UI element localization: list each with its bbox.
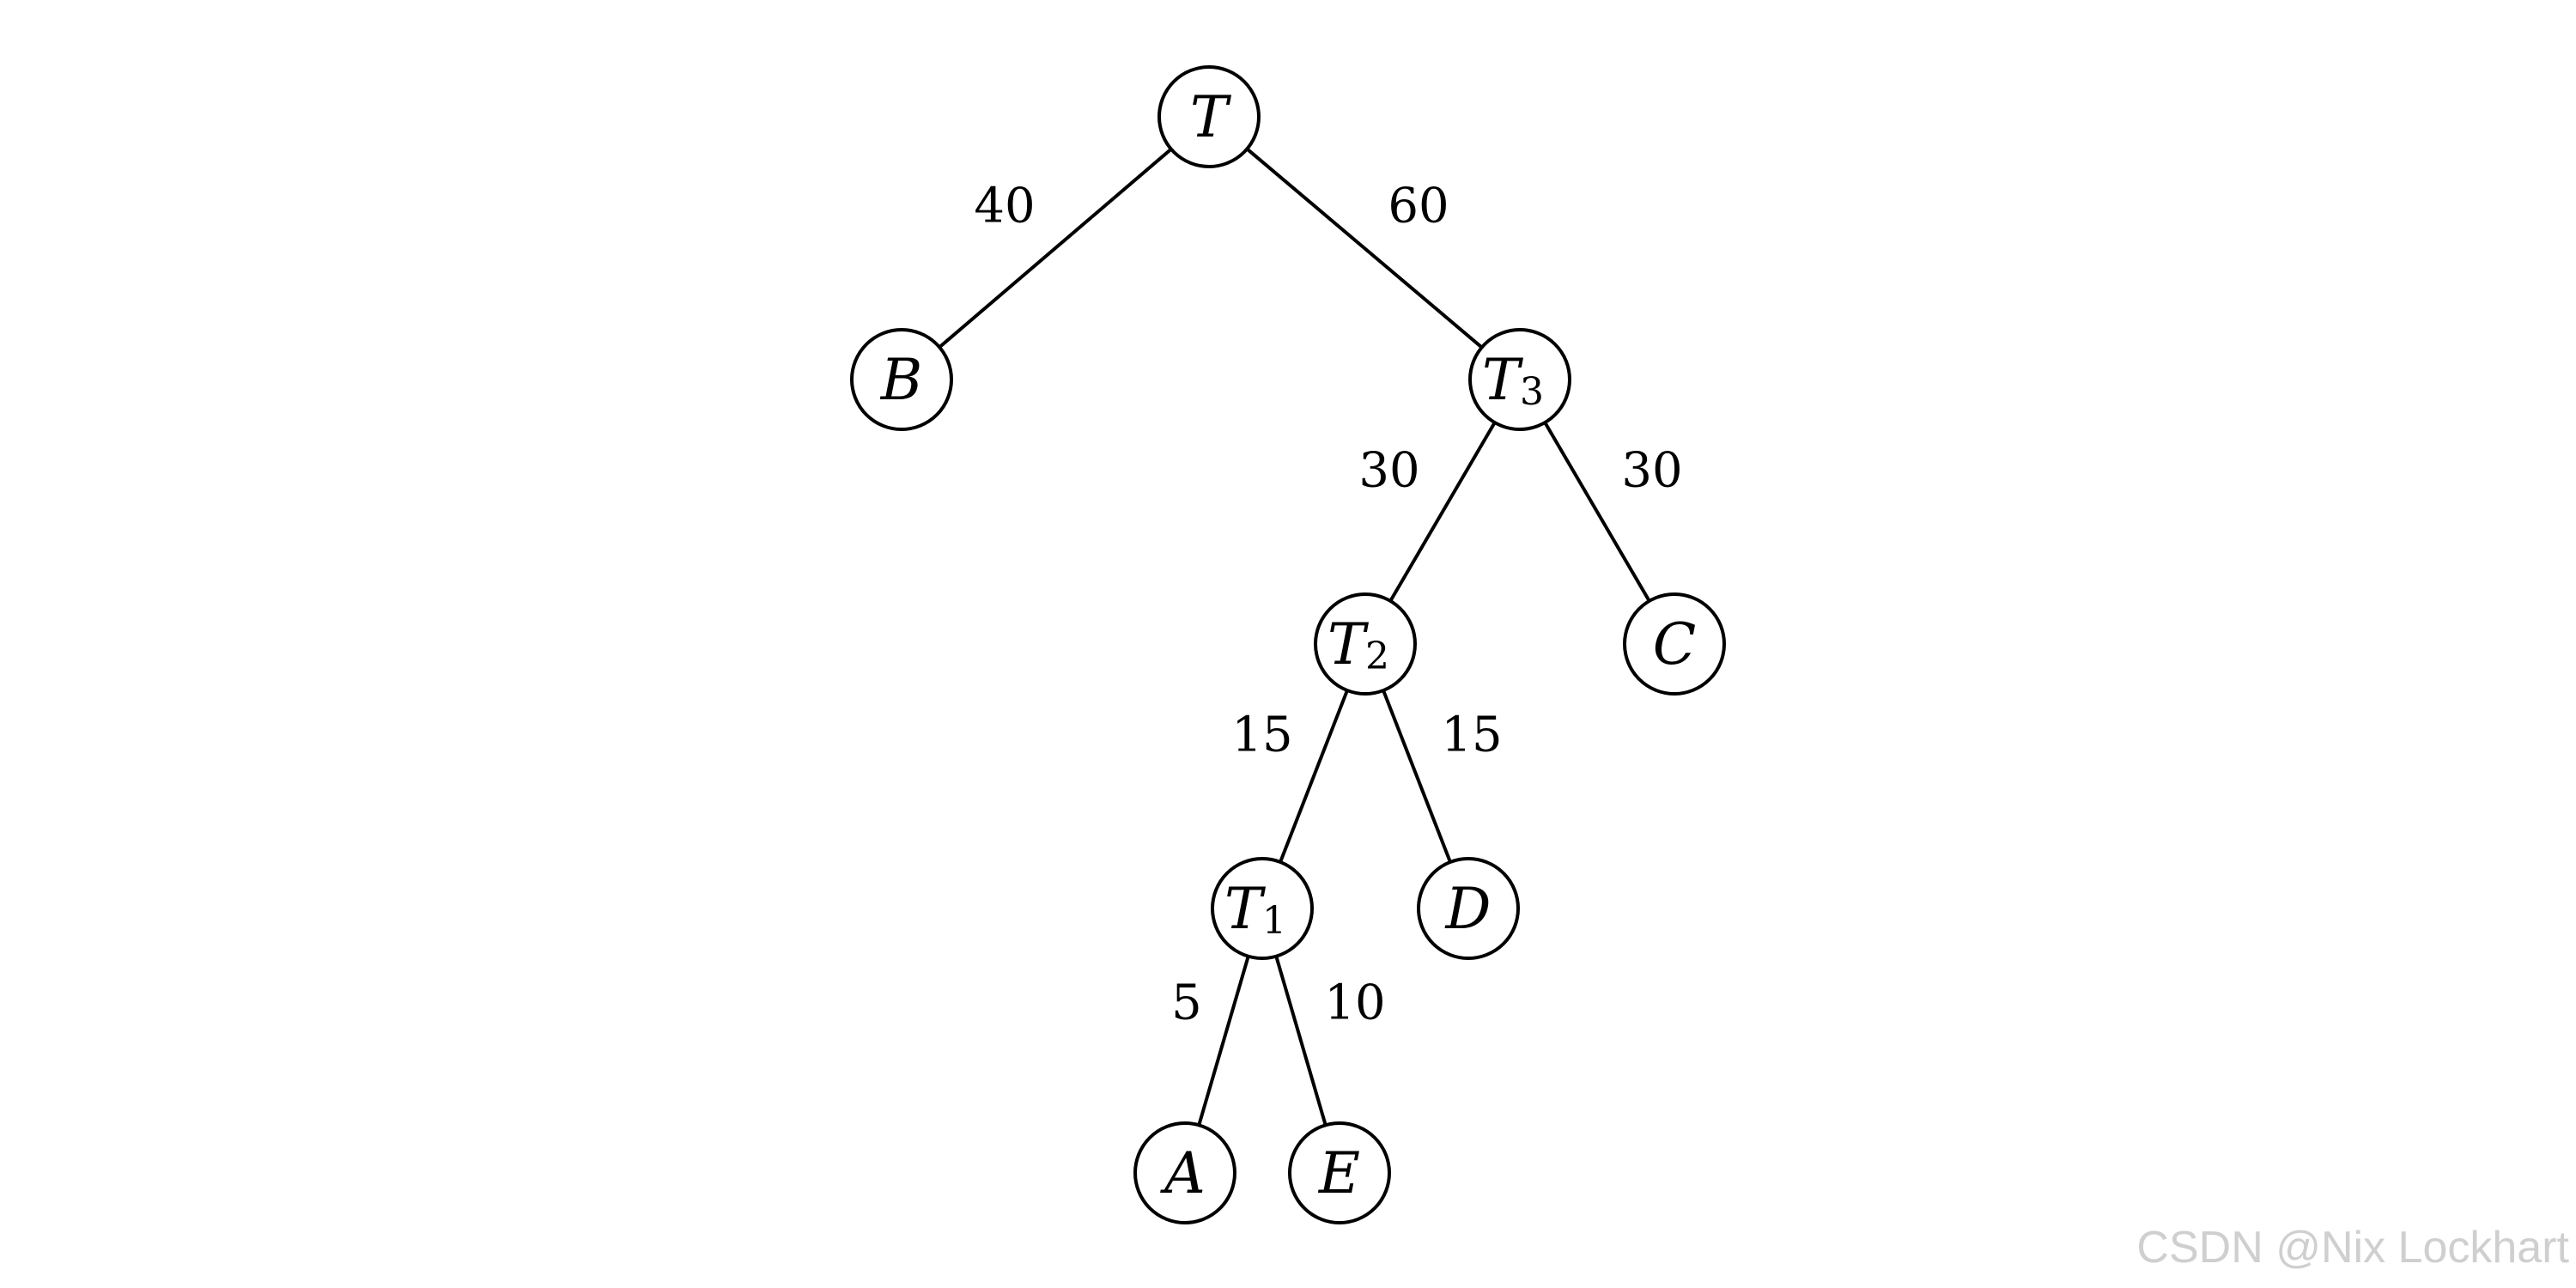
node-circle-t: [1157, 65, 1261, 168]
edge-t3-t2: [1388, 422, 1497, 602]
node-e: E: [1288, 1121, 1391, 1224]
node-name: E: [1318, 1140, 1360, 1206]
node-circle-a: [1133, 1121, 1236, 1224]
edge-weights-layer: 40 60 30 30 15 15 5 10: [974, 179, 1682, 1031]
node-label-t: T: [1190, 84, 1232, 150]
node-label-e: E: [1318, 1140, 1360, 1206]
node-a: A: [1133, 1121, 1236, 1224]
edge-weight-t1-a: 5: [1171, 975, 1202, 1031]
edge-weight-t3-t2: 30: [1358, 443, 1419, 499]
node-circle-c: [1623, 592, 1726, 696]
node-subscript: 1: [1262, 899, 1286, 943]
edge-weight-t1-e: 10: [1324, 975, 1385, 1031]
edge-weight-t3-c: 30: [1621, 443, 1682, 499]
edge-t1-e: [1274, 956, 1327, 1126]
node-subscript: 3: [1520, 370, 1544, 414]
node-label-t2: T2: [1327, 611, 1389, 678]
node-circle-e: [1288, 1121, 1391, 1224]
node-name: T: [1224, 876, 1267, 942]
node-name: T: [1482, 347, 1524, 413]
node-label-b: B: [880, 347, 923, 413]
node-circle-d: [1417, 857, 1520, 960]
node-d: D: [1417, 857, 1520, 960]
node-name: T: [1327, 611, 1370, 677]
node-label-c: C: [1653, 611, 1697, 677]
node-name: B: [880, 347, 923, 413]
node-t: T: [1157, 65, 1261, 168]
node-label-d: D: [1445, 876, 1492, 942]
node-circle-b: [850, 328, 953, 431]
node-circle-t2: [1314, 592, 1417, 696]
edges-layer: [938, 147, 1651, 1126]
edge-weight-t-t3: 60: [1388, 179, 1449, 234]
node-t2: T2: [1314, 592, 1417, 696]
edge-t-b: [938, 148, 1173, 349]
edge-weight-t2-t1: 15: [1231, 708, 1292, 763]
node-circle-t3: [1468, 328, 1571, 431]
node-name: A: [1159, 1140, 1206, 1206]
edge-weight-t2-d: 15: [1441, 708, 1502, 763]
edge-t1-a: [1197, 956, 1250, 1126]
edge-t2-t1: [1279, 690, 1349, 863]
node-t3: T3: [1468, 328, 1571, 431]
edge-t3-c: [1543, 422, 1651, 602]
watermark-text: CSDN @Nix Lockhart: [2136, 1223, 2569, 1273]
node-subscript: 2: [1365, 635, 1389, 678]
node-name: D: [1445, 876, 1492, 942]
node-name: C: [1653, 611, 1697, 677]
node-label-t1: T1: [1224, 876, 1286, 943]
node-circle-t1: [1211, 857, 1314, 960]
node-label-t3: T3: [1482, 347, 1544, 414]
node-label-a: A: [1159, 1140, 1206, 1206]
node-t1: T1: [1211, 857, 1314, 960]
node-c: C: [1623, 592, 1726, 696]
edge-t2-d: [1382, 690, 1452, 863]
node-name: T: [1190, 84, 1232, 150]
edge-weight-t-b: 40: [974, 179, 1035, 234]
node-b: B: [850, 328, 953, 431]
edge-t-t3: [1246, 147, 1483, 349]
